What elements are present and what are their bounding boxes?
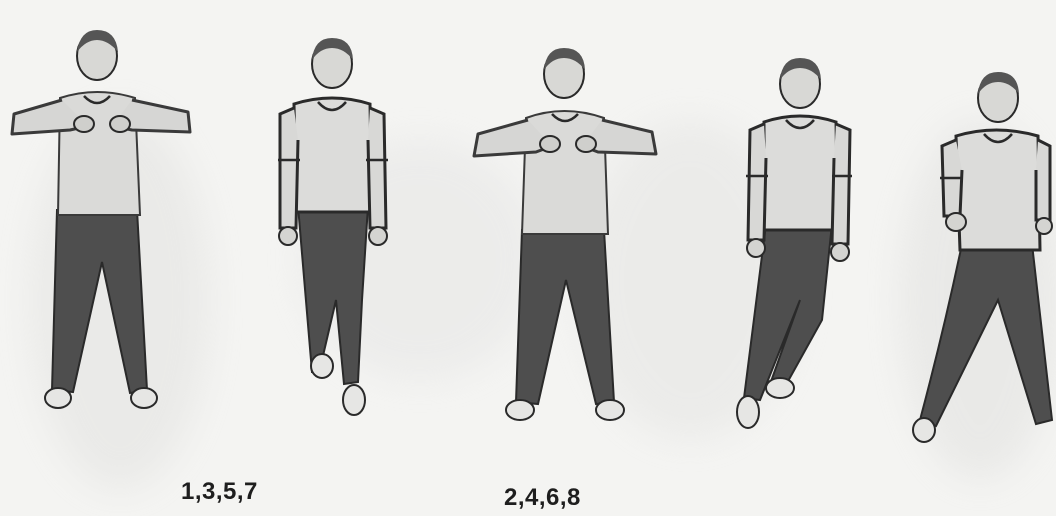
figure-3-hand-right: [576, 136, 596, 152]
count-label-odd: 1,3,5,7: [181, 478, 258, 506]
figure-2-shoe-right: [343, 385, 365, 415]
figure-2-arm-left: [280, 108, 298, 228]
figure-1-shoe-right: [131, 388, 157, 408]
figure-4-shoe-left: [737, 396, 759, 428]
figure-5-shoe-left: [913, 418, 935, 442]
figure-2-pants: [298, 206, 368, 384]
figure-4-hand-right: [831, 243, 849, 261]
figure-5-hand-left: [946, 213, 966, 231]
figure-4-arm-left: [748, 124, 766, 240]
figure-4: [737, 58, 852, 428]
figure-1-hand-left: [74, 116, 94, 132]
figure-3-hand-left: [540, 136, 560, 152]
figure-1-shoe-left: [45, 388, 71, 408]
figure-3-shoe-left: [506, 400, 534, 420]
figure-5-arm-right: [1036, 140, 1050, 220]
figure-5-hand-right: [1036, 218, 1052, 234]
figure-2-shirt: [294, 98, 372, 212]
figure-2-arm-right: [368, 108, 386, 228]
figure-2-hand-right: [369, 227, 387, 245]
figure-3-pants: [516, 230, 614, 404]
figure-2-shoe-left: [311, 354, 333, 378]
figure-2-hand-left: [279, 227, 297, 245]
count-label-even: 2,4,6,8: [504, 484, 581, 512]
figure-1-hand-right: [110, 116, 130, 132]
figure-4-shoe-right: [766, 378, 794, 398]
figure-4-hand-left: [747, 239, 765, 257]
figure-4-shirt: [764, 116, 838, 230]
figure-3-shoe-right: [596, 400, 624, 420]
figure-5-shirt: [956, 130, 1040, 250]
